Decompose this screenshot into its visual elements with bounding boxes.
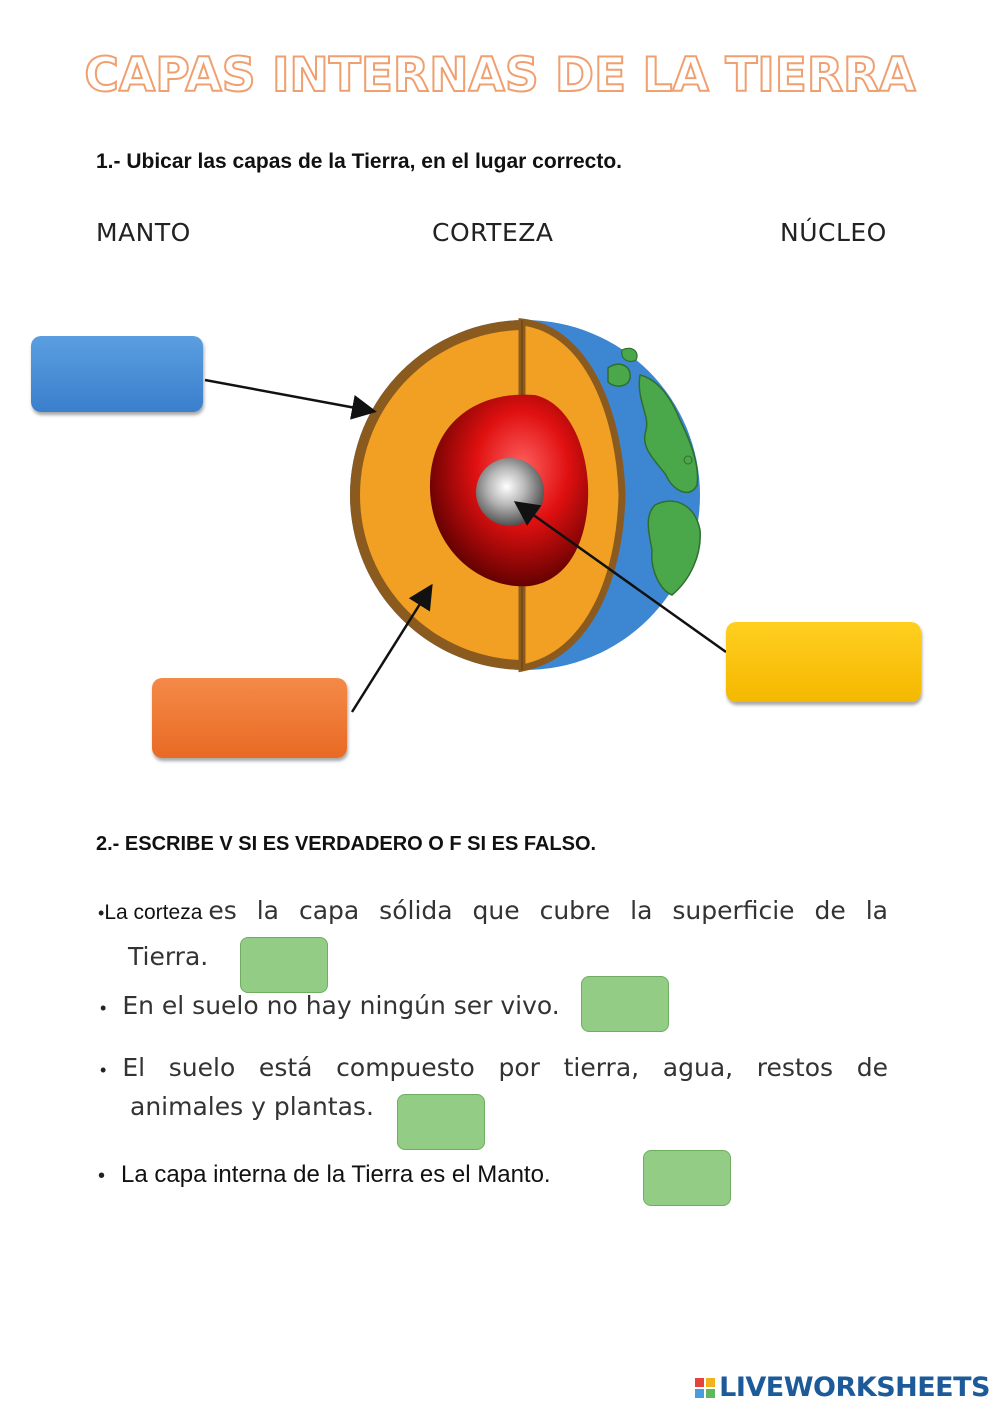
page-title: CAPAS INTERNAS DE LA TIERRA bbox=[83, 47, 916, 104]
question-2-heading: 2.- ESCRIBE V SI ES VERDADERO O F SI ES … bbox=[96, 833, 597, 855]
statement-2: • En el suelo no hay ningún ser vivo. bbox=[100, 991, 560, 1020]
answer-box-2[interactable] bbox=[581, 976, 669, 1032]
earth-layers-diagram bbox=[204, 318, 727, 713]
liveworksheets-logo: LIVEWORKSHEETS bbox=[695, 1372, 990, 1403]
logo-blocks-icon bbox=[695, 1377, 716, 1398]
drop-zone-crust[interactable] bbox=[31, 336, 203, 412]
bullet: • bbox=[98, 903, 105, 923]
statement-1: • La corteza es la capa sólida que cubre… bbox=[98, 896, 888, 925]
bullet: • bbox=[100, 998, 107, 1018]
draggable-word-manto[interactable]: MANTO bbox=[96, 218, 191, 247]
statement-3-line-1: El suelo está compuesto por tierra, agua… bbox=[122, 1053, 888, 1082]
logo-text: LIVEWORKSHEETS bbox=[719, 1372, 990, 1403]
arrow-to-mantle bbox=[350, 583, 433, 713]
answer-box-1[interactable] bbox=[240, 937, 328, 993]
statement-4: • La capa interna de la Tierra es el Man… bbox=[98, 1161, 551, 1189]
arrow-to-crust bbox=[204, 378, 377, 420]
statement-1-prefix: La corteza bbox=[104, 901, 203, 924]
statement-2-text: En el suelo no hay ningún ser vivo. bbox=[122, 991, 560, 1020]
answer-box-4[interactable] bbox=[643, 1150, 731, 1206]
statement-4-text: La capa interna de la Tierra es el Manto… bbox=[121, 1161, 551, 1188]
statement-1-line-1: es la capa sólida que cubre la superfici… bbox=[208, 896, 888, 925]
draggable-word-corteza[interactable]: CORTEZA bbox=[432, 218, 554, 247]
drop-zone-mantle[interactable] bbox=[152, 678, 347, 758]
bullet: • bbox=[100, 1060, 107, 1080]
arrow-to-core bbox=[513, 501, 727, 654]
bullet: • bbox=[98, 1165, 106, 1187]
statement-1-line-2: Tierra. bbox=[128, 942, 209, 971]
earth-continents bbox=[607, 347, 701, 596]
draggable-word-nucleo[interactable]: NÚCLEO bbox=[780, 218, 887, 247]
answer-box-3[interactable] bbox=[397, 1094, 485, 1150]
question-1-heading: 1.- Ubicar las capas de la Tierra, en el… bbox=[96, 150, 623, 173]
drop-zone-core[interactable] bbox=[726, 622, 921, 702]
statement-3: • El suelo está compuesto por tierra, ag… bbox=[100, 1053, 888, 1082]
statement-3-line-2: animales y plantas. bbox=[130, 1092, 374, 1121]
